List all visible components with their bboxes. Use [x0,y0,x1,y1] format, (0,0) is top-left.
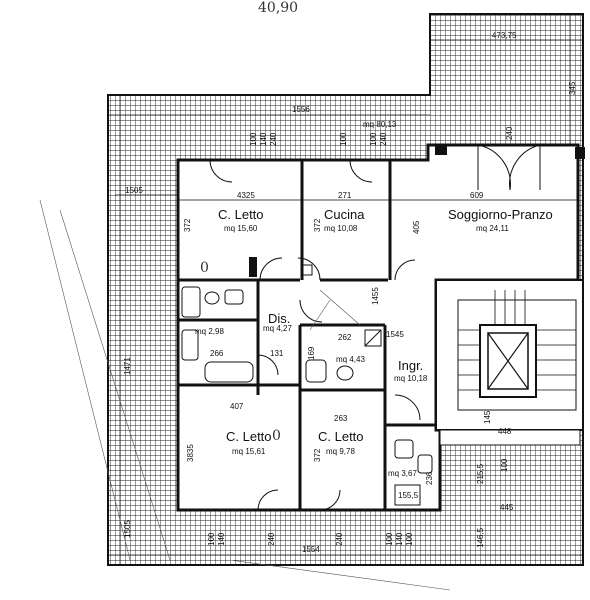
dim-1545: 1545 [386,330,404,339]
room-area-cucina: mq 10,08 [324,224,358,233]
stairwell [435,279,584,431]
dim-169: 169 [307,346,316,360]
dim-1465: 146,5 [476,527,485,548]
dim-1505a: 1505 [125,186,143,195]
handwriting: 40,90 0 0 [39,0,451,591]
dim-240e: 240 [335,532,344,546]
dim-407: 407 [230,402,244,411]
room-name-ingr: Ingr. [398,358,423,373]
dim-100c: 100 [369,132,378,146]
dim-448: 448 [498,427,512,436]
dim-263: 263 [334,414,348,423]
dimension-labels: 473,75 1556 1554 1505 4325 271 609 1545 … [123,31,577,554]
dim-131: 131 [270,349,284,358]
dim-top-left: 1556 [292,105,310,114]
room-area-dis: mq 4,27 [263,324,292,333]
dim-100d: 100 [207,532,216,546]
dim-140a: 140 [259,132,268,146]
dim-top-right: 473,75 [492,31,517,40]
dim-240d: 240 [267,532,276,546]
dim-1555: 155,5 [398,491,419,500]
dim-100a: 100 [249,132,258,146]
dim-271: 271 [338,191,352,200]
dim-240c: 240 [505,126,514,140]
dim-262: 262 [338,333,352,342]
dim-140b: 140 [217,532,226,546]
room-area-soggiorno: mq 24,11 [476,224,509,233]
dim-3835: 3835 [186,444,195,462]
dim-4325: 4325 [237,191,255,200]
bathroom-fixtures [181,286,433,506]
room-area-letto3: mq 9,78 [326,447,355,456]
room-area-letto2: mq 15,61 [232,447,266,456]
dim-266: 266 [210,349,224,358]
dim-372c: 372 [313,448,322,462]
room-name-letto1: C. Letto [218,207,264,222]
dim-1505b: 1505 [123,520,132,538]
kitchen-items [249,145,585,277]
dim-100b: 100 [339,132,348,146]
dim-445: 445 [500,503,514,512]
dim-100f: 100 [405,532,414,546]
dim-left: 1471 [123,357,132,375]
room-name-dis: Dis. [268,311,290,326]
dim-145: 145 [483,410,492,424]
room-area-letto1: mq 15,60 [224,224,258,233]
terrace-area: mq 80,13 [363,120,397,129]
dim-140c: 140 [395,532,404,546]
handwriting-o2: 0 [272,428,281,444]
dim-372a: 372 [183,218,192,232]
room-area-bagno2: mq 4,43 [336,355,365,364]
dim-240b: 240 [379,132,388,146]
dim-bottom: 1554 [302,545,320,554]
room-area-ingr: mq 10,18 [394,374,428,383]
dim-1455: 1455 [371,287,380,305]
room-name-letto3: C. Letto [318,429,364,444]
dim-236: 236 [425,471,434,485]
handwriting-top: 40,90 [258,0,298,16]
interior-walls [178,160,436,510]
dim-100: 100 [500,458,509,472]
handwriting-o1: 0 [200,260,209,276]
landing [439,429,581,446]
dim-215: 215,5 [476,463,485,484]
dimension-lines [108,14,583,565]
dim-609: 609 [470,191,484,200]
dim-100e: 100 [385,532,394,546]
dim-372b: 372 [313,218,322,232]
room-name-soggiorno: Soggiorno-Pranzo [448,207,553,222]
room-labels: C. Letto mq 15,60 Cucina mq 10,08 Soggio… [195,120,553,478]
room-name-letto2: C. Letto [226,429,272,444]
room-area-wc: mq 3,67 [388,469,417,478]
dim-405: 405 [412,220,421,234]
room-name-cucina: Cucina [324,207,365,222]
dim-240a: 240 [269,132,278,146]
doors [209,144,541,511]
room-area-bagno1: mq 2,98 [195,327,224,336]
dim-right-top: 345 [568,81,577,95]
